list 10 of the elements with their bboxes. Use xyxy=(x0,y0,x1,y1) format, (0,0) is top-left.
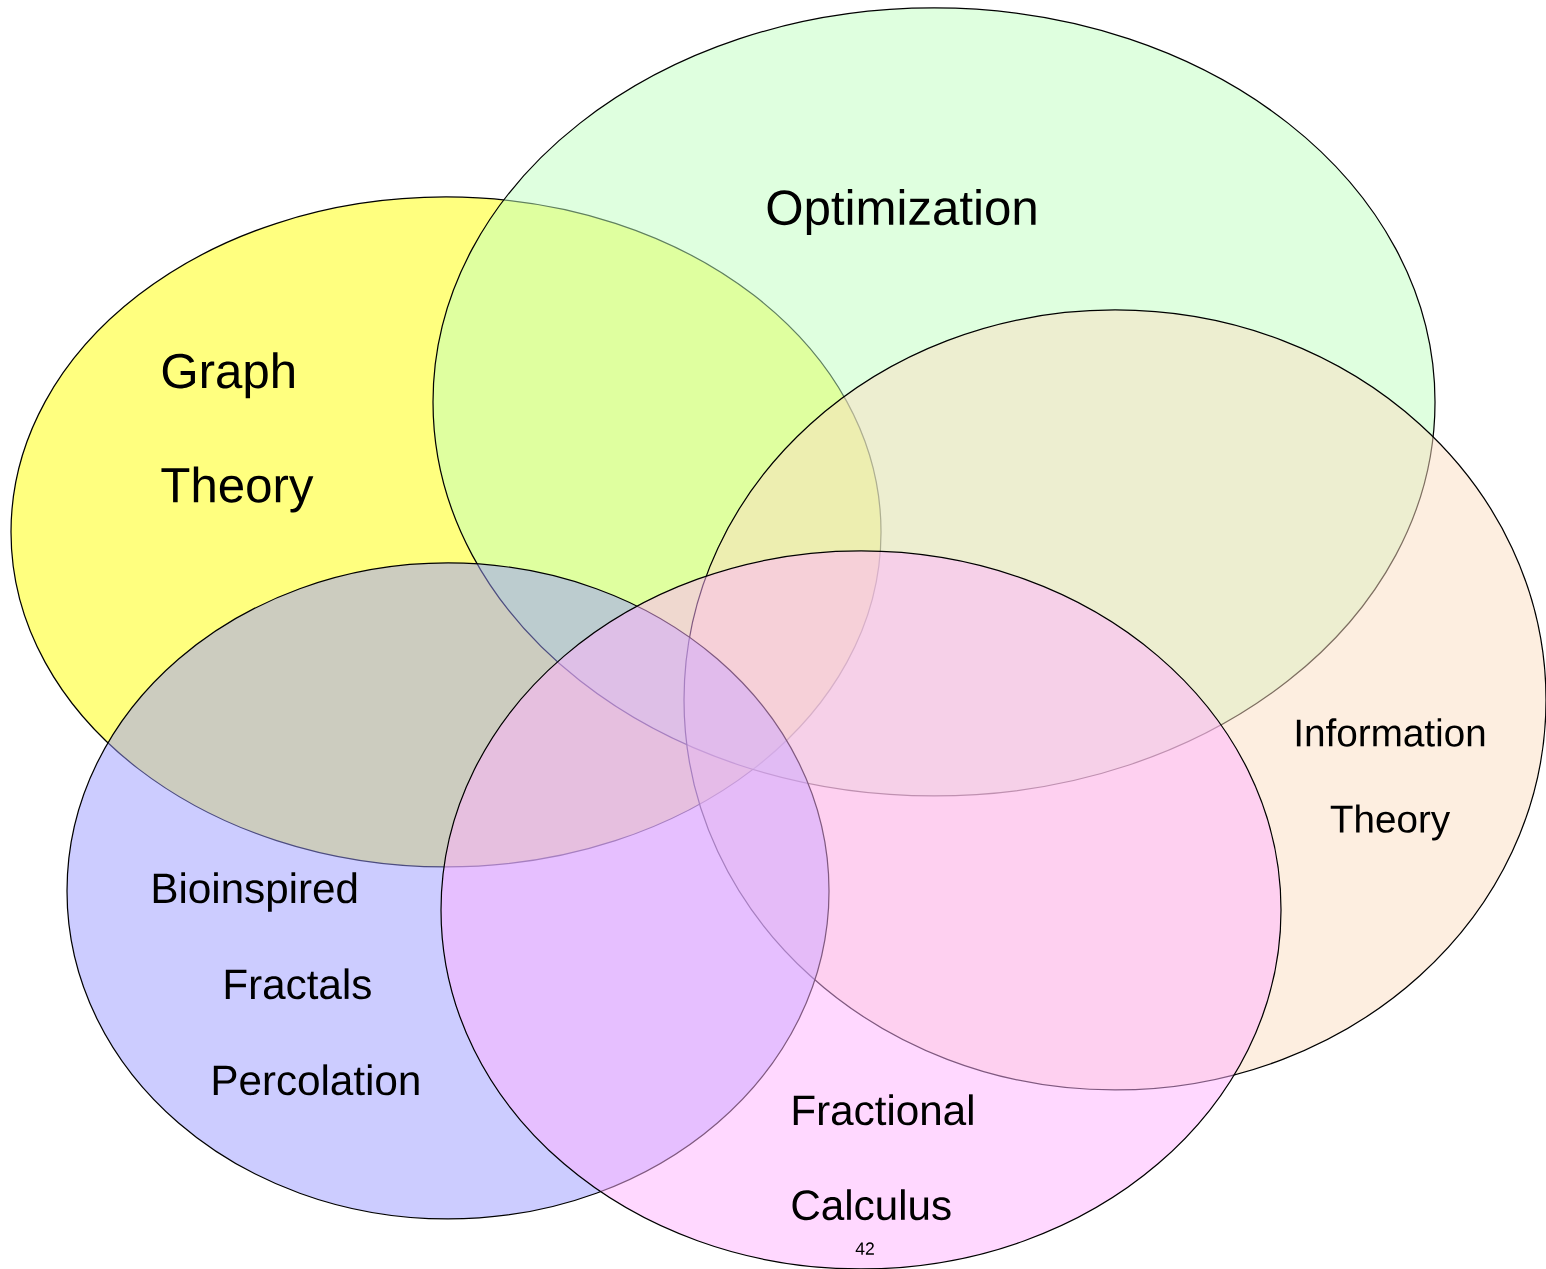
region-label: Percolation xyxy=(213,1064,419,1096)
page-number: 42 xyxy=(855,1242,874,1255)
region-label: Fractals xyxy=(225,968,371,1000)
region-label: Graph Theory xyxy=(161,352,314,513)
region-label: Information Theory xyxy=(1296,718,1485,841)
region-label: Optimization xyxy=(767,189,1036,235)
venn-ellipse xyxy=(440,550,1282,1269)
region-label: Fractional Calculus xyxy=(792,1094,973,1221)
venn-ellipse xyxy=(683,309,1546,1091)
region-label: Bioinspired xyxy=(153,872,357,912)
